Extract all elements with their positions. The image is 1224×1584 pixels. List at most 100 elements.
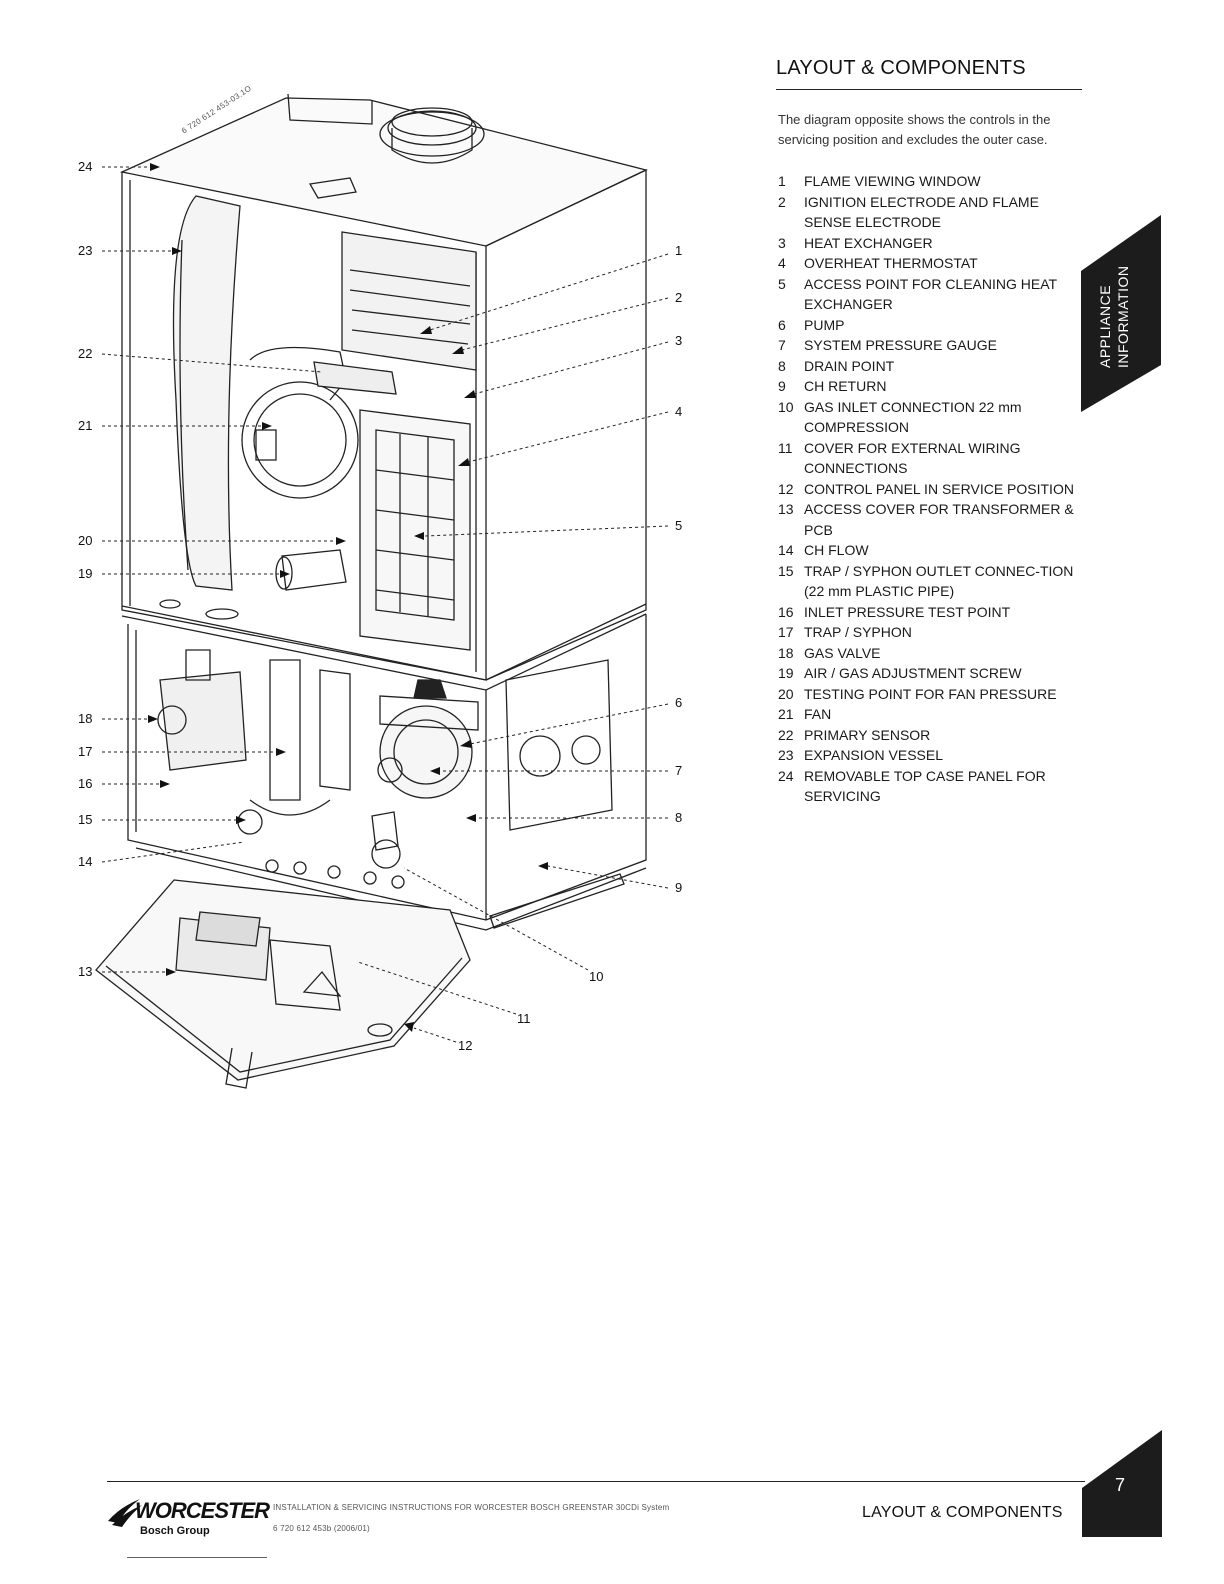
- brand-name: WORCESTER: [135, 1498, 270, 1523]
- callout-18: 18: [78, 711, 93, 726]
- item-number: 24: [778, 767, 794, 784]
- callout-22: 22: [78, 346, 93, 361]
- list-item: 22 PRIMARY SENSOR: [778, 725, 1088, 746]
- item-number: 9: [778, 378, 786, 394]
- section-tab: [1081, 215, 1161, 412]
- callout-23: 23: [78, 243, 93, 258]
- item-number: 18: [778, 644, 794, 661]
- page-title: LAYOUT & COMPONENTS: [776, 57, 1026, 79]
- item-number: 16: [778, 603, 794, 620]
- item-number: 22: [778, 726, 794, 743]
- callout-19: 19: [78, 566, 93, 581]
- list-item: 23 EXPANSION VESSEL: [778, 745, 1088, 766]
- component-list: 1 FLAME VIEWING WINDOW 2 IGNITION ELECTROD…: [778, 171, 1088, 807]
- item-text: TESTING POINT FOR FAN PRESSURE: [804, 685, 1057, 702]
- list-item: 3 HEAT EXCHANGER: [778, 233, 1088, 254]
- footer-divider: [107, 1481, 1085, 1482]
- callout-17: 17: [78, 744, 93, 759]
- item-text: OVERHEAT THERMOSTAT: [804, 255, 978, 271]
- item-text: IGNITION ELECTRODE AND FLAME SENSE ELECT…: [804, 193, 1039, 231]
- list-item: 24 REMOVABLE TOP CASE PANEL FOR SERVICING: [778, 766, 1088, 807]
- page-number-tab: [1082, 1430, 1162, 1537]
- item-text: CH RETURN: [804, 378, 887, 394]
- list-item: 9 CH RETURN: [778, 376, 1088, 397]
- intro-paragraph: The diagram opposite shows the controls …: [778, 112, 1051, 147]
- list-item: 1 FLAME VIEWING WINDOW: [778, 171, 1088, 192]
- item-number: 21: [778, 706, 794, 722]
- item-number: 17: [778, 624, 794, 640]
- item-number: 13: [778, 501, 794, 517]
- item-text: REMOVABLE TOP CASE PANEL FOR SERVICING: [804, 767, 1046, 805]
- item-text: AIR / GAS ADJUSTMENT SCREW: [804, 665, 1022, 681]
- callout-6: 6: [675, 695, 683, 710]
- list-item: 15 TRAP / SYPHON OUTLET CONNEC-TION (22 m…: [778, 561, 1088, 602]
- callout-14: 14: [78, 854, 93, 869]
- callout-15: 15: [78, 812, 93, 827]
- worcester-logo-icon: [108, 1499, 142, 1527]
- item-number: 23: [778, 747, 794, 763]
- item-text: INLET PRESSURE TEST POINT: [804, 603, 1011, 620]
- item-number: 2: [778, 193, 786, 210]
- item-text: SYSTEM PRESSURE GAUGE: [804, 337, 997, 353]
- item-text: EXPANSION VESSEL: [804, 747, 944, 763]
- item-text: TRAP / SYPHON: [804, 624, 912, 640]
- item-number: 7: [778, 337, 786, 353]
- callout-13: 13: [78, 964, 93, 979]
- list-item: 4 OVERHEAT THERMOSTAT: [778, 253, 1088, 274]
- item-text: DRAIN POINT: [804, 357, 895, 374]
- callout-4: 4: [675, 404, 683, 419]
- callout-21: 21: [78, 418, 93, 433]
- item-text: CH FLOW: [804, 542, 869, 558]
- item-text: TRAP / SYPHON OUTLET CONNEC-TION (22 mm …: [804, 562, 1074, 600]
- item-number: 10: [778, 398, 794, 415]
- item-text: ACCESS POINT FOR CLEANING HEAT EXCHANGER: [804, 275, 1057, 313]
- boiler-drawing: [95, 93, 669, 1089]
- item-text: PRIMARY SENSOR: [804, 726, 931, 743]
- document-code: 6 720 612 453b (2006/01): [273, 1524, 370, 1533]
- list-item: 16 INLET PRESSURE TEST POINT: [778, 602, 1088, 623]
- item-number: 6: [778, 316, 786, 333]
- callout-24: 24: [78, 159, 93, 174]
- item-number: 12: [778, 480, 794, 497]
- item-text: HEAT EXCHANGER: [804, 234, 933, 251]
- callout-16: 16: [78, 776, 93, 791]
- callout-3: 3: [675, 333, 683, 348]
- list-item: 2 IGNITION ELECTRODE AND FLAME SENSE ELEC…: [778, 192, 1088, 233]
- list-item: 12 CONTROL PANEL IN SERVICE POSITION: [778, 479, 1088, 500]
- callout-11: 11: [517, 1011, 531, 1026]
- brand-subtitle: Bosch Group: [140, 1525, 210, 1537]
- item-text: CONTROL PANEL IN SERVICE POSITION: [804, 480, 1074, 497]
- boiler-diagram: 6 720 612 453-03.1O 24 23 22 21 20 19 18…: [0, 0, 760, 1110]
- item-number: 4: [778, 255, 786, 271]
- callout-8: 8: [675, 810, 683, 825]
- item-number: 1: [778, 173, 786, 189]
- callout-2: 2: [675, 290, 683, 305]
- callout-7: 7: [675, 763, 683, 778]
- item-text: GAS INLET CONNECTION 22 mm COMPRESSION: [804, 398, 1022, 436]
- item-number: 19: [778, 665, 794, 681]
- item-text: FLAME VIEWING WINDOW: [804, 173, 981, 189]
- item-text: ACCESS COVER FOR TRANSFORMER & PCB: [804, 501, 1074, 538]
- item-number: 3: [778, 234, 786, 251]
- section-tab-line2: INFORMATION: [1115, 265, 1131, 368]
- page-number: 7: [1114, 1475, 1125, 1495]
- item-number: 5: [778, 275, 786, 292]
- footer-section-title: LAYOUT & COMPONENTS: [862, 1504, 1063, 1521]
- list-item: 19 AIR / GAS ADJUSTMENT SCREW: [778, 663, 1088, 684]
- list-item: 17 TRAP / SYPHON: [778, 622, 1088, 643]
- callout-10: 10: [589, 969, 604, 984]
- callout-1: 1: [675, 243, 683, 258]
- item-text: PUMP: [804, 316, 845, 333]
- section-tab-line1: APPLIANCE: [1097, 284, 1113, 368]
- document-title: INSTALLATION & SERVICING INSTRUCTIONS FO…: [273, 1503, 670, 1512]
- title-divider: [776, 89, 1082, 90]
- item-number: 11: [778, 439, 793, 456]
- item-number: 15: [778, 562, 794, 579]
- callout-9: 9: [675, 880, 683, 895]
